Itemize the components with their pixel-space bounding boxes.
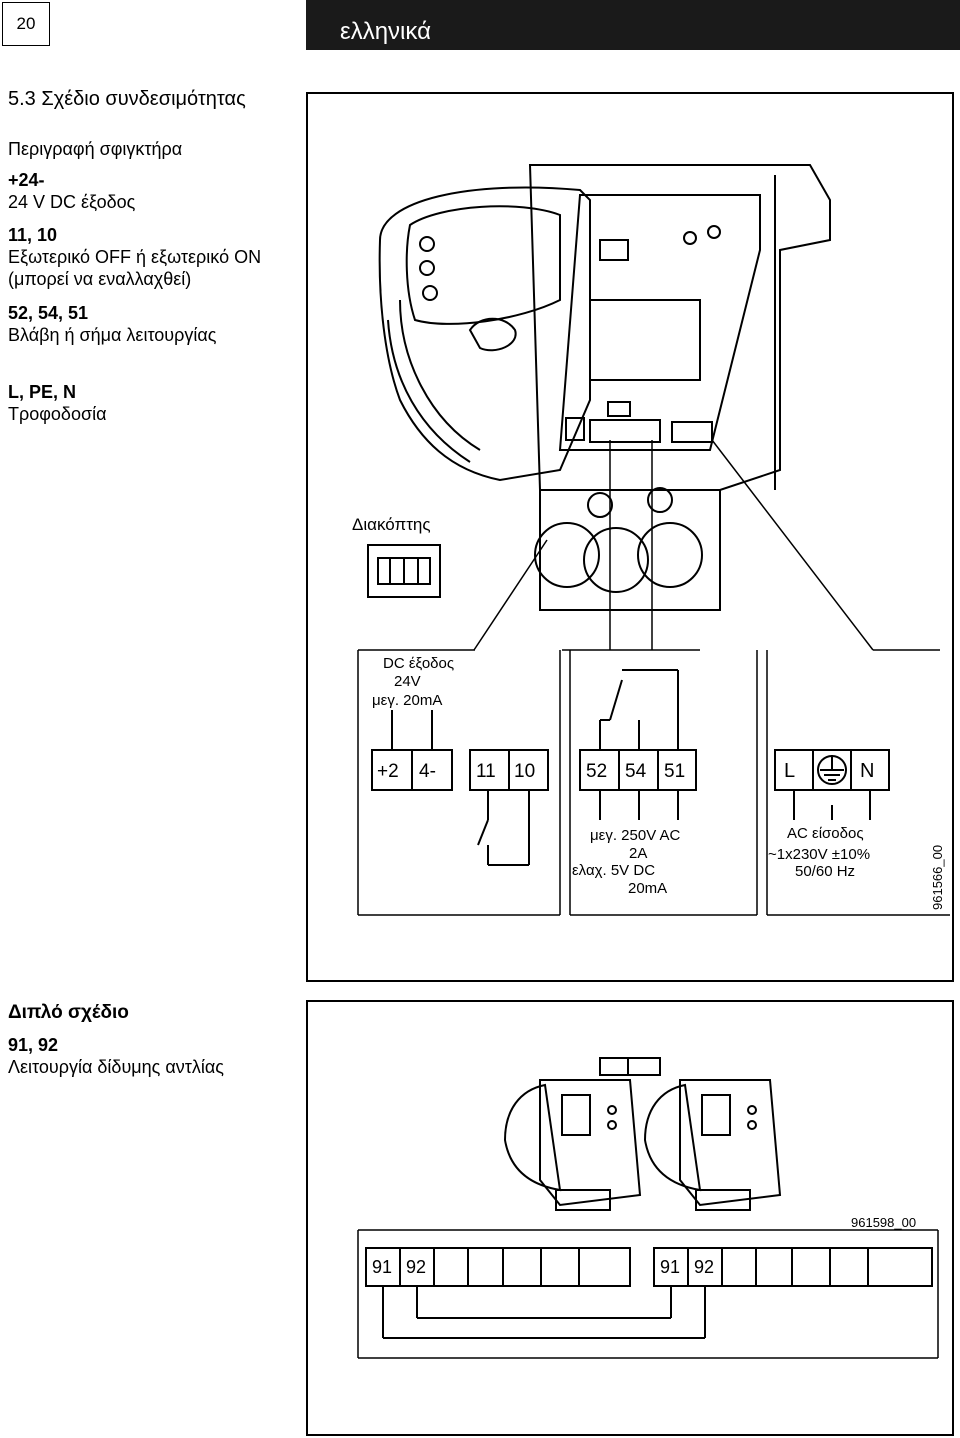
legend-code-24: +24-: [8, 170, 45, 190]
relay-spec-line2: 2A: [629, 845, 647, 862]
pump-right: [679, 1079, 782, 1207]
connection-diagram-frame: [306, 92, 954, 982]
twin-terminal-strip-left: [365, 1247, 631, 1287]
relay-spec-line1: μεγ. 250V AC: [590, 827, 681, 844]
legend-desc-11-10: Εξωτερικό OFF ή εξωτερικό ON: [8, 247, 262, 267]
legend-desc-24: 24 V DC έξοδος: [8, 192, 136, 212]
twin-diagram-frame: [306, 1000, 954, 1436]
dc-output-line2: 24V: [394, 673, 421, 690]
dip-switch-icon: [367, 544, 441, 598]
terminal-block-l-pe-n: [774, 749, 890, 791]
terminal-label-n: N: [860, 760, 874, 782]
ac-input-line1: AC είσοδος: [787, 825, 864, 842]
dc-output-line1: DC έξοδος: [383, 655, 454, 672]
figure-id-2: 961598_00: [851, 1215, 916, 1230]
twin-left-terminal-92: 92: [406, 1257, 426, 1277]
terminal-label-24b: 4-: [419, 761, 436, 782]
terminal-label-10: 10: [514, 761, 535, 782]
relay-spec-line3: ελαχ. 5V DC: [572, 862, 655, 879]
terminal-label-54: 54: [625, 761, 647, 782]
legend-desc2-11-10: (μπορεί να εναλλαχθεί): [8, 269, 192, 289]
terminal-label-24a: +2: [377, 761, 399, 782]
relay-spec-line4: 20mA: [628, 880, 667, 897]
pump-left: [539, 1079, 642, 1207]
legend-code-11-10: 11, 10: [8, 225, 58, 245]
terminal-label-l: L: [784, 760, 795, 782]
language-bar: ελληνικά: [306, 0, 960, 50]
legend-desc-l-pe-n: Τροφοδοσία: [8, 404, 107, 424]
section-title: 5.3 Σχέδιο συνδεσιμότητας: [8, 88, 246, 110]
ac-input-line3: 50/60 Hz: [795, 863, 855, 880]
terminal-label-52: 52: [586, 761, 607, 782]
legend-desc-52-54-51: Βλάβη ή σήμα λειτουργίας: [8, 325, 217, 345]
dc-output-line3: μεγ. 20mA: [372, 692, 442, 709]
twin-desc: Λειτουργία δίδυμης αντλίας: [8, 1057, 224, 1077]
twin-heading: Διπλό σχέδιο: [8, 1002, 129, 1023]
twin-left-terminal-91: 91: [372, 1257, 392, 1277]
twin-code: 91, 92: [8, 1035, 59, 1055]
twin-right-terminal-91: 91: [660, 1257, 680, 1277]
terminal-label-11: 11: [476, 761, 496, 782]
legend-code-52-54-51: 52, 54, 51: [8, 303, 89, 323]
ac-input-line2: ~1x230V ±10%: [768, 846, 870, 863]
terminal-label-51: 51: [664, 761, 685, 782]
page-number: 20: [16, 14, 36, 33]
switch-label: Διακόπτης: [352, 515, 431, 534]
pump-body: [378, 186, 591, 482]
legend-code-l-pe-n: L, PE, N: [8, 382, 77, 402]
page-number-box: 20: [2, 2, 50, 46]
twin-right-terminal-92: 92: [694, 1257, 714, 1277]
language-label: ελληνικά: [340, 18, 431, 45]
legend-heading: Περιγραφή σφιγκτήρα: [8, 139, 183, 159]
figure-id-1: 961566_00: [930, 845, 945, 910]
